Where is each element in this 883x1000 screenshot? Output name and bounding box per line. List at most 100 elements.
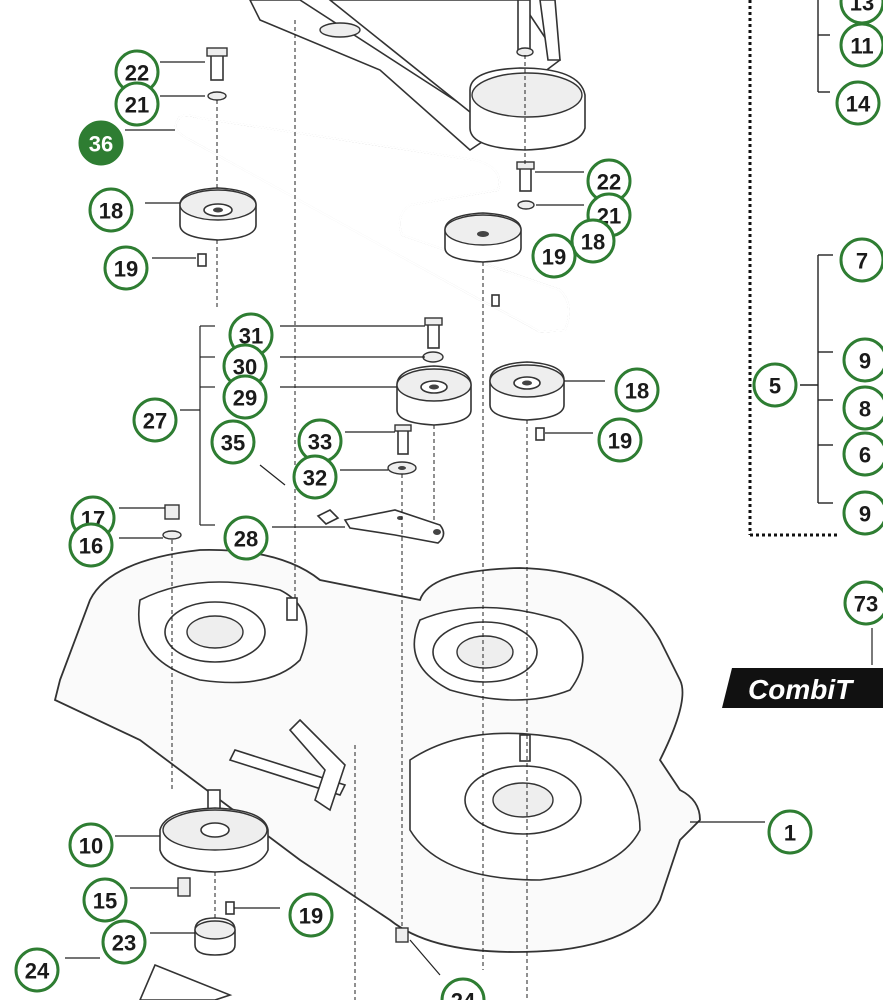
callout-label: 1 bbox=[784, 821, 796, 846]
callout-label: 22 bbox=[125, 61, 149, 86]
callout-label: 15 bbox=[93, 889, 117, 914]
center-pulley-stack bbox=[396, 317, 472, 426]
drive-belt bbox=[174, 114, 570, 334]
callout-circle bbox=[288, 892, 334, 938]
callout-8: 8 bbox=[842, 385, 883, 431]
callout-circle bbox=[842, 337, 883, 383]
callout-circle bbox=[440, 977, 486, 1000]
left-pulley-stack bbox=[179, 47, 257, 267]
callout-circle bbox=[82, 877, 128, 923]
callout-circle bbox=[68, 822, 114, 868]
callout-label: 19 bbox=[114, 257, 138, 282]
callout-label: 24 bbox=[25, 959, 50, 984]
callout-label: 23 bbox=[112, 931, 136, 956]
callout-label: 11 bbox=[850, 34, 873, 59]
callout-circle bbox=[223, 515, 269, 561]
bracket-28 bbox=[316, 509, 445, 544]
callout-24: 24 bbox=[14, 947, 60, 993]
callout-label: 10 bbox=[79, 834, 103, 859]
callout-circle bbox=[132, 397, 178, 443]
callout-label: 32 bbox=[303, 466, 327, 491]
callout-label: 33 bbox=[308, 430, 332, 455]
callout-16: 16 bbox=[68, 522, 114, 568]
callout-label: 7 bbox=[856, 249, 868, 274]
callout-label: 29 bbox=[233, 386, 257, 411]
callout-19: 19 bbox=[288, 892, 334, 938]
callout-label: 14 bbox=[846, 92, 871, 117]
callout-19: 19 bbox=[597, 417, 643, 463]
callout-label: 18 bbox=[99, 199, 123, 224]
callout-24: 24 bbox=[440, 977, 486, 1000]
callout-circle bbox=[101, 919, 147, 965]
callout-label: 19 bbox=[608, 429, 632, 454]
callout-10: 10 bbox=[68, 822, 114, 868]
callout-circle bbox=[114, 81, 160, 127]
callout-circle bbox=[614, 367, 660, 413]
callout-29: 29 bbox=[222, 374, 268, 420]
callout-circle bbox=[839, 22, 883, 68]
right-pulley bbox=[489, 361, 565, 441]
callout-7: 7 bbox=[839, 237, 883, 283]
callout-circle bbox=[842, 385, 883, 431]
callout-circle bbox=[78, 120, 124, 166]
callout-73: 73 bbox=[843, 580, 883, 626]
callout-circle bbox=[842, 431, 883, 477]
spindle-assembly bbox=[139, 789, 409, 1000]
callout-28: 28 bbox=[223, 515, 269, 561]
callout-label: 18 bbox=[625, 379, 649, 404]
callout-35: 35 bbox=[210, 419, 256, 465]
combi-logo: CombiT bbox=[722, 668, 883, 708]
callout-label: 5 bbox=[769, 374, 781, 399]
callout-label: 73 bbox=[854, 592, 878, 617]
callout-label: 35 bbox=[221, 431, 245, 456]
callout-circle bbox=[103, 245, 149, 291]
callout-9: 9 bbox=[842, 337, 883, 383]
callout-label: 22 bbox=[597, 170, 621, 195]
callout-9: 9 bbox=[842, 490, 883, 536]
callout-label: 13 bbox=[850, 0, 874, 16]
callout-circle bbox=[835, 80, 881, 126]
callout-5: 5 bbox=[752, 362, 798, 408]
callout-circle bbox=[292, 454, 338, 500]
callout-circle bbox=[752, 362, 798, 408]
leader-lines bbox=[65, 20, 873, 1000]
callout-label: 16 bbox=[79, 534, 103, 559]
callout-label: 19 bbox=[299, 904, 323, 929]
callout-circle bbox=[14, 947, 60, 993]
callout-label: 18 bbox=[581, 230, 605, 255]
callout-18: 18 bbox=[570, 218, 616, 264]
callout-13: 13 bbox=[839, 0, 883, 25]
mower-deck bbox=[53, 549, 701, 953]
callout-circle bbox=[597, 417, 643, 463]
callout-circle bbox=[68, 522, 114, 568]
callout-36: 36 bbox=[78, 120, 124, 166]
callout-label: 27 bbox=[143, 409, 167, 434]
callout-label: 6 bbox=[859, 443, 871, 468]
callout-27: 27 bbox=[132, 397, 178, 443]
callout-circle bbox=[222, 374, 268, 420]
callout-circle bbox=[767, 809, 813, 855]
callout-label: 9 bbox=[859, 502, 871, 527]
callout-circle bbox=[839, 237, 883, 283]
callout-21: 21 bbox=[114, 81, 160, 127]
nut-washer-17-16 bbox=[162, 504, 182, 540]
callout-23: 23 bbox=[101, 919, 147, 965]
callout-circle bbox=[843, 580, 883, 626]
callout-label: 36 bbox=[89, 132, 113, 157]
callout-19: 19 bbox=[103, 245, 149, 291]
callout-label: 28 bbox=[234, 527, 258, 552]
callout-label: 9 bbox=[859, 349, 871, 374]
callout-circle bbox=[531, 233, 577, 279]
callout-15: 15 bbox=[82, 877, 128, 923]
callout-18: 18 bbox=[614, 367, 660, 413]
callout-32: 32 bbox=[292, 454, 338, 500]
callout-label: 19 bbox=[542, 245, 566, 270]
callout-6: 6 bbox=[842, 431, 883, 477]
callout-label: 24 bbox=[451, 989, 476, 1000]
callout-1: 1 bbox=[767, 809, 813, 855]
callout-circle bbox=[842, 490, 883, 536]
callout-14: 14 bbox=[835, 80, 881, 126]
callout-11: 11 bbox=[839, 22, 883, 68]
